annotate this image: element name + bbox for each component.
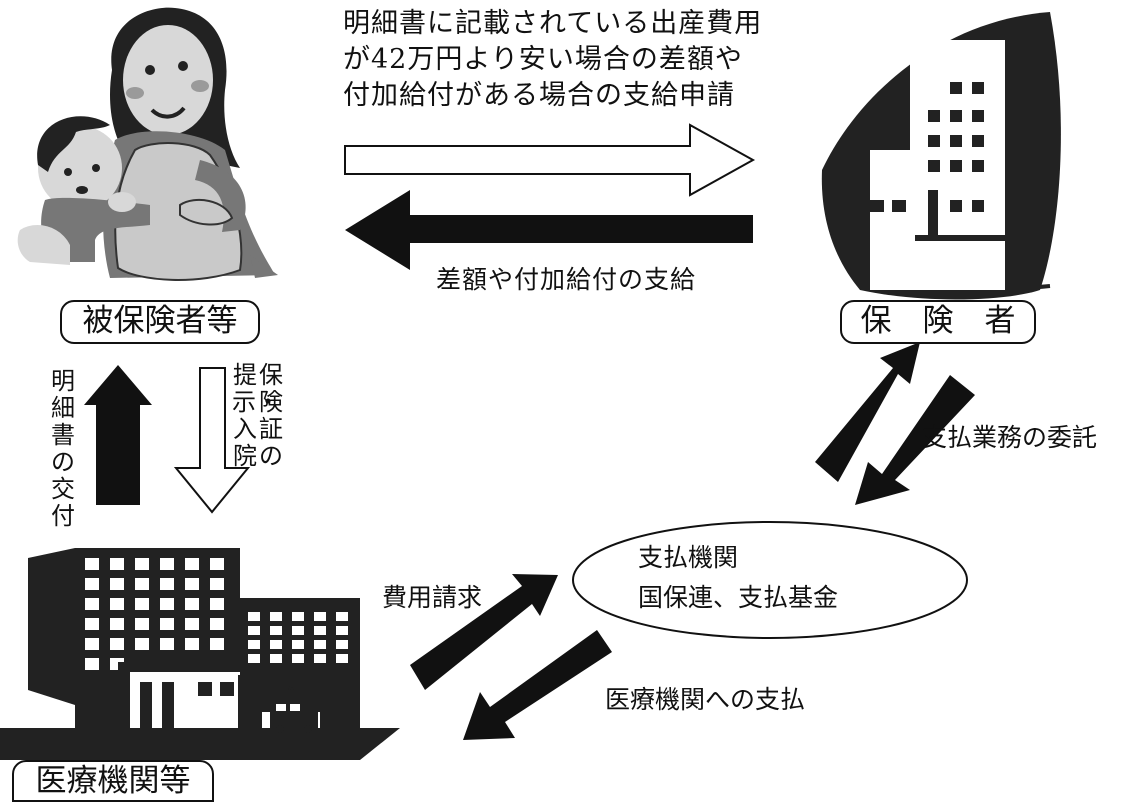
hospital-window [110, 578, 124, 590]
billing-arrow [410, 574, 558, 690]
insurer-building [821, 12, 1061, 300]
child-hair [37, 116, 110, 172]
hospital-window [248, 640, 260, 649]
card-arrow [173, 367, 251, 514]
hospital-window [248, 612, 260, 621]
hospital-window [185, 558, 199, 570]
hospital-window [85, 558, 99, 570]
hospital-window [110, 558, 124, 570]
card-text-col2: 提示・入院 [232, 361, 280, 470]
billing-text: 費用請求 [382, 583, 483, 612]
hospital-window [210, 638, 224, 650]
hospital-window [336, 612, 348, 621]
hospital-payment-text: 医療機関への支払 [605, 685, 806, 714]
hospital-window [292, 626, 304, 635]
hospital-window [160, 578, 174, 590]
hospital-window [336, 626, 348, 635]
hospital-window [292, 612, 304, 621]
hospital-window [185, 618, 199, 630]
payment-arrow [345, 190, 753, 270]
mother-child-illustration [17, 7, 278, 281]
hospital-window [292, 654, 304, 663]
hospital-window [210, 598, 224, 610]
hospital-window [160, 598, 174, 610]
hospital-window [160, 558, 174, 570]
hospital-window [110, 598, 124, 610]
mother-face [123, 25, 213, 135]
ambulance-icon [262, 681, 320, 733]
hospital-window [336, 654, 348, 663]
hospital-window [270, 654, 282, 663]
insured-label: 被保険者等 [60, 300, 260, 344]
hospital-payment-arrow [463, 630, 612, 740]
hospital-window [135, 598, 149, 610]
hospital-window [336, 640, 348, 649]
hospital-window [135, 558, 149, 570]
request-line-2: が42万円より安い場合の差額や [343, 44, 743, 75]
hospital-window [210, 578, 224, 590]
card-text-col1: 保険証の [259, 361, 283, 470]
hospital-window [248, 626, 260, 635]
payer-line-2: 国保連、支払基金 [638, 583, 839, 612]
hospital-window [270, 626, 282, 635]
hospital-window [314, 626, 326, 635]
delegation-text: 支払業務の委託 [922, 423, 1098, 452]
hospital-window [135, 638, 149, 650]
payer-to-insurer-arrow [815, 342, 920, 482]
payer-line-1: 支払機関 [638, 543, 739, 572]
hospital-window [292, 640, 304, 649]
hospital-window [314, 640, 326, 649]
hospital-window [270, 612, 282, 621]
hospital-window [135, 578, 149, 590]
medical-label: 医療機関等 [12, 760, 214, 802]
request-line-1: 明細書に記載されている出産費用 [343, 8, 763, 39]
payer-ellipse [572, 521, 968, 639]
hospital-building [0, 548, 400, 760]
hospital-window [85, 618, 99, 630]
payment-text: 差額や付加給付の支給 [436, 265, 697, 294]
insurer-label: 保 険 者 [840, 300, 1036, 344]
statement-arrow [84, 365, 152, 505]
hospital-window [135, 618, 149, 630]
delegation-arrow [855, 375, 975, 505]
hospital-window [85, 598, 99, 610]
hospital-window [85, 578, 99, 590]
request-arrow [344, 123, 756, 197]
hospital-window [270, 640, 282, 649]
hospital-window [314, 654, 326, 663]
request-line-3: 付加給付がある場合の支給申請 [343, 80, 735, 111]
request-text: 明細書に記載されている出産費用 が42万円より安い場合の差額や 付加給付がある場… [343, 6, 762, 114]
hospital-window [110, 618, 124, 630]
hospital-window [185, 598, 199, 610]
hospital-window [210, 558, 224, 570]
hospital-window [160, 638, 174, 650]
hospital-window [85, 658, 99, 670]
hospital-window [110, 638, 124, 650]
hospital-window [248, 654, 260, 663]
hospital-window [185, 638, 199, 650]
hospital-window [160, 618, 174, 630]
statement-text: 明細書の交付 [51, 367, 75, 530]
hospital-window [185, 578, 199, 590]
hospital-window [85, 638, 99, 650]
hospital-window [210, 618, 224, 630]
hospital-window [314, 612, 326, 621]
